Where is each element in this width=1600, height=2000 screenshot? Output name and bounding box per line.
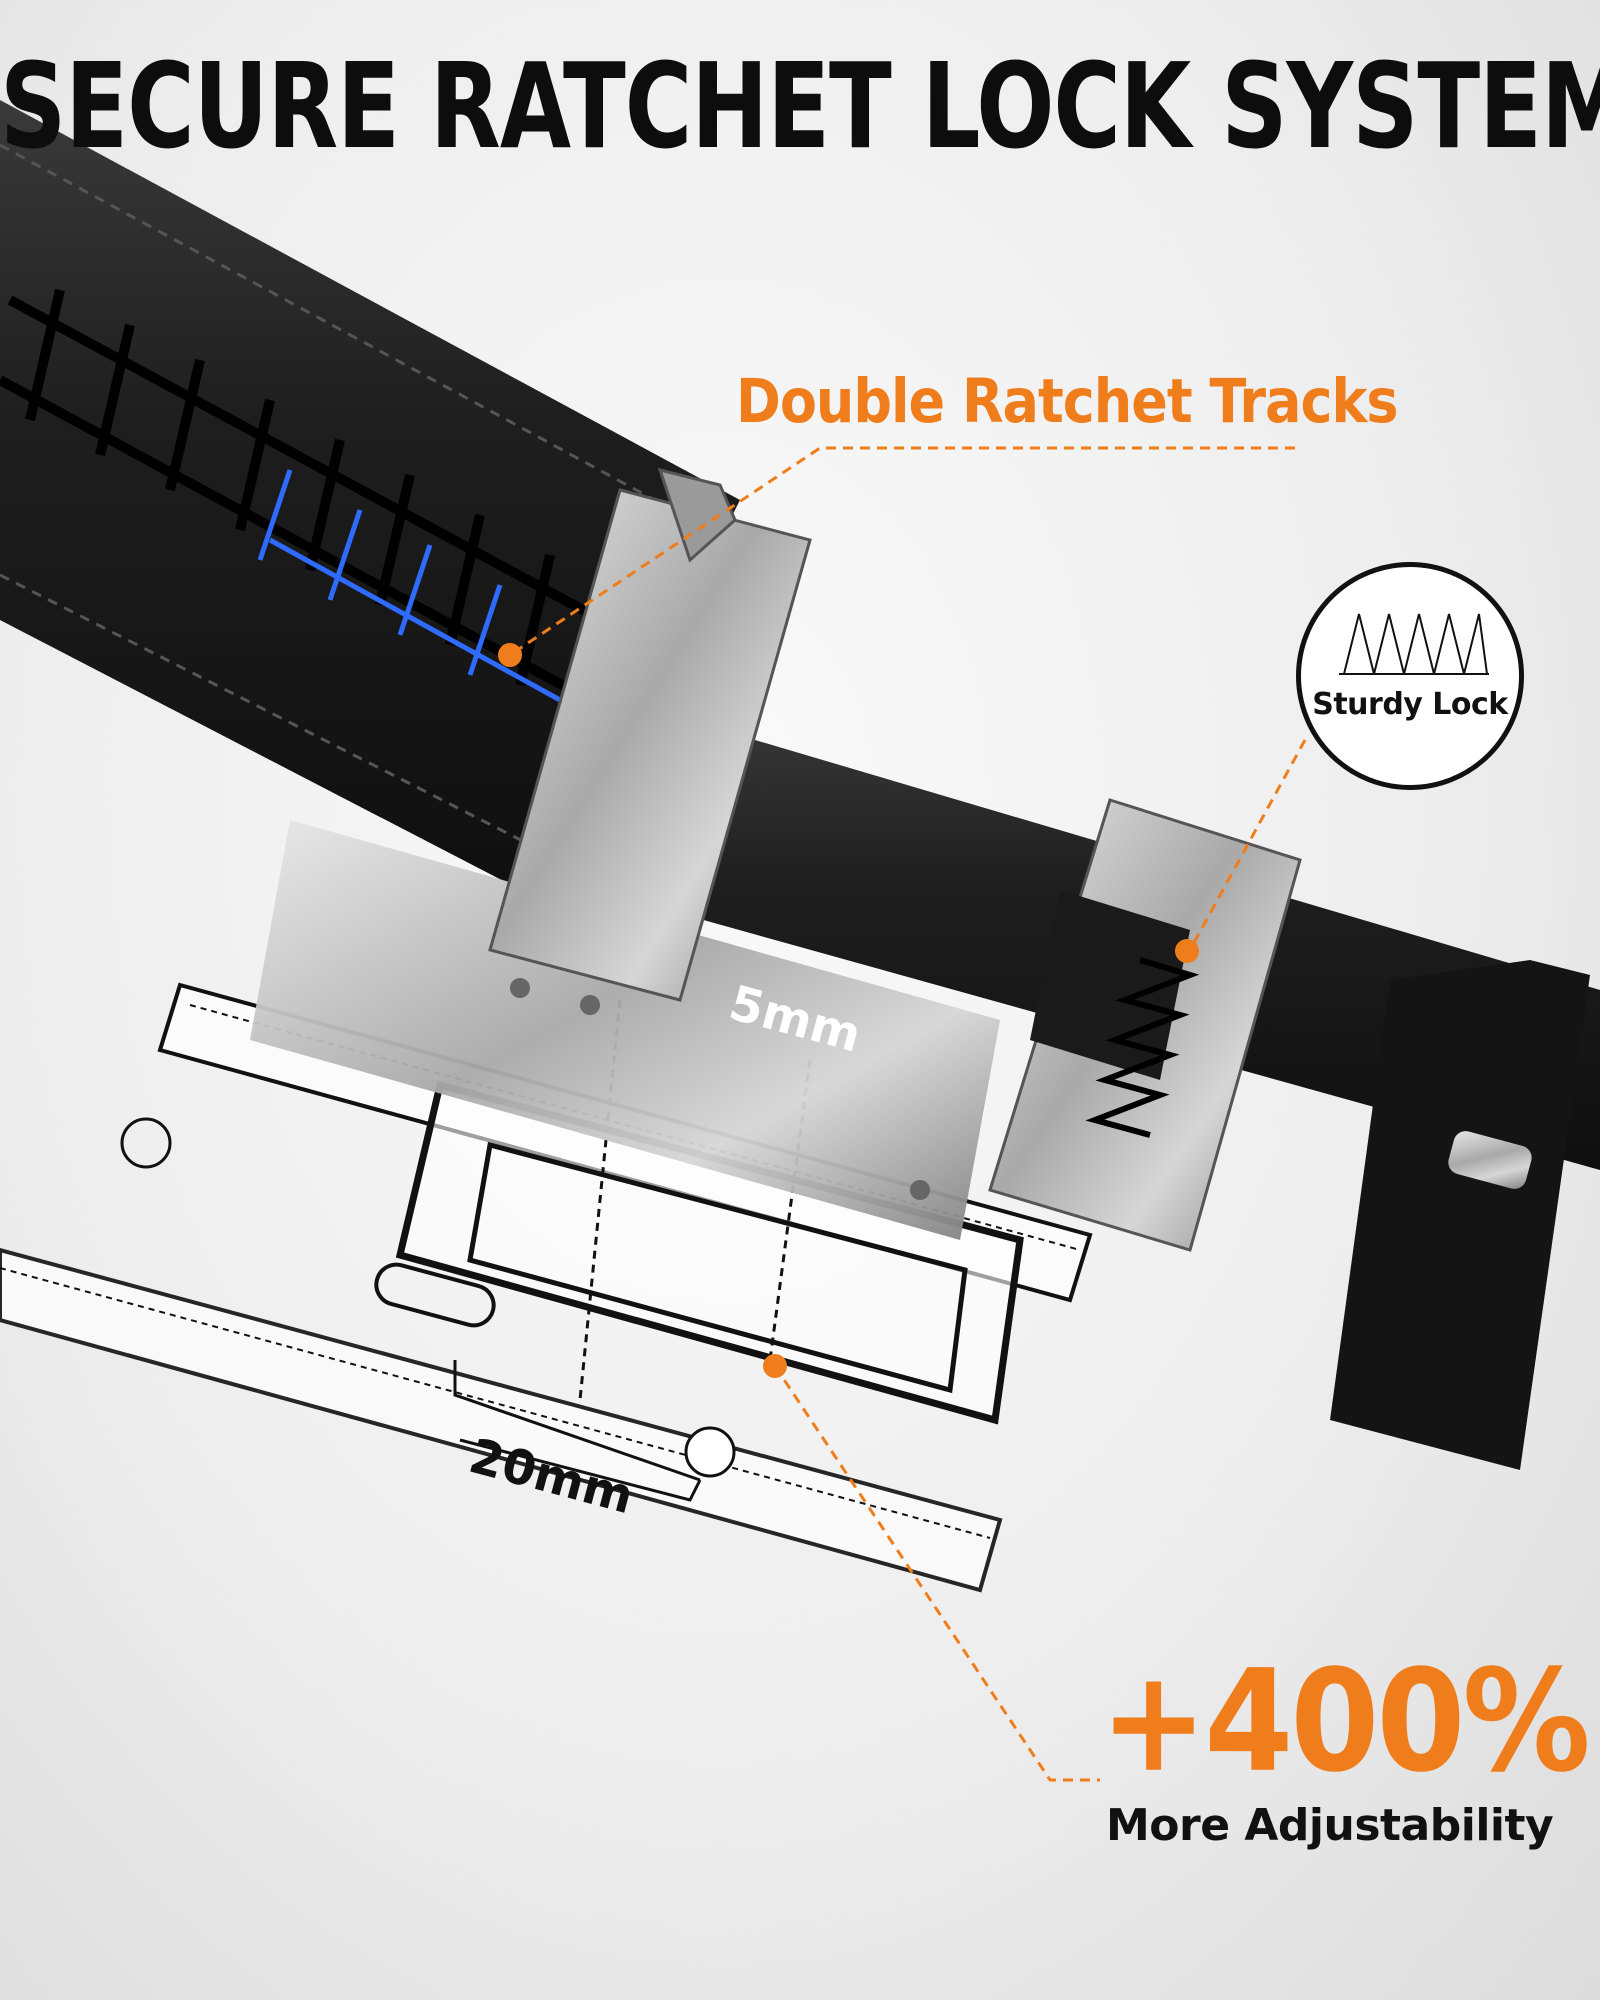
loop-rivet (1448, 1131, 1532, 1189)
callout-dots (498, 643, 1199, 1378)
sawtooth-teeth-icon (1339, 613, 1489, 675)
ratchet-track-highlight (257, 469, 562, 703)
ratchet-buckle (250, 467, 1302, 1252)
leather-strap (0, 100, 740, 900)
belt-loop (1330, 960, 1590, 1470)
headline: SECURE RATCHET LOCK SYSTEM (0, 38, 1600, 175)
adjustability-stat-value: +400% (1100, 1640, 1591, 1804)
callout-lines (509, 446, 1307, 1782)
ratchet-track-grid (0, 288, 623, 705)
callout-double-ratchet-tracks: Double Ratchet Tracks (736, 366, 1399, 437)
sturdy-lock-label: Sturdy Lock (1312, 687, 1508, 722)
lock-teeth (1085, 957, 1200, 1138)
adjustability-stat-caption: More Adjustability (1106, 1800, 1554, 1851)
sturdy-lock-badge: Sturdy Lock (1296, 562, 1524, 790)
